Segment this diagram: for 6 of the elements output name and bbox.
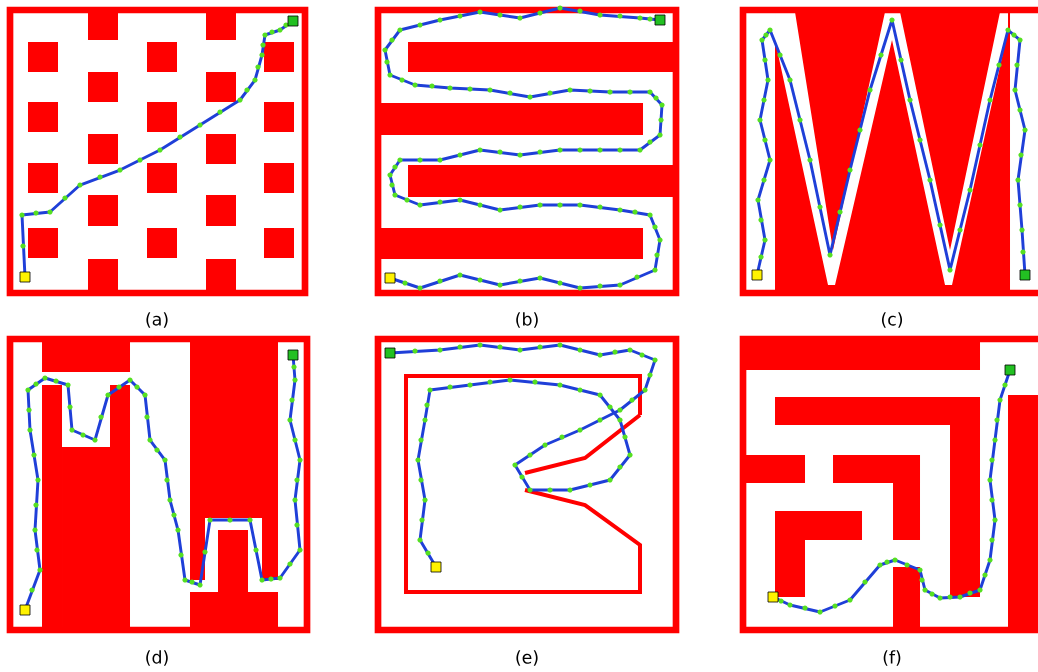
panel-label: (f) (883, 650, 901, 666)
panel-label: (c) (881, 312, 903, 328)
panel-label: (d) (146, 650, 168, 666)
panel-label: (b) (516, 312, 538, 328)
panel-label: (a) (146, 312, 168, 328)
panel-label: (e) (516, 650, 538, 666)
